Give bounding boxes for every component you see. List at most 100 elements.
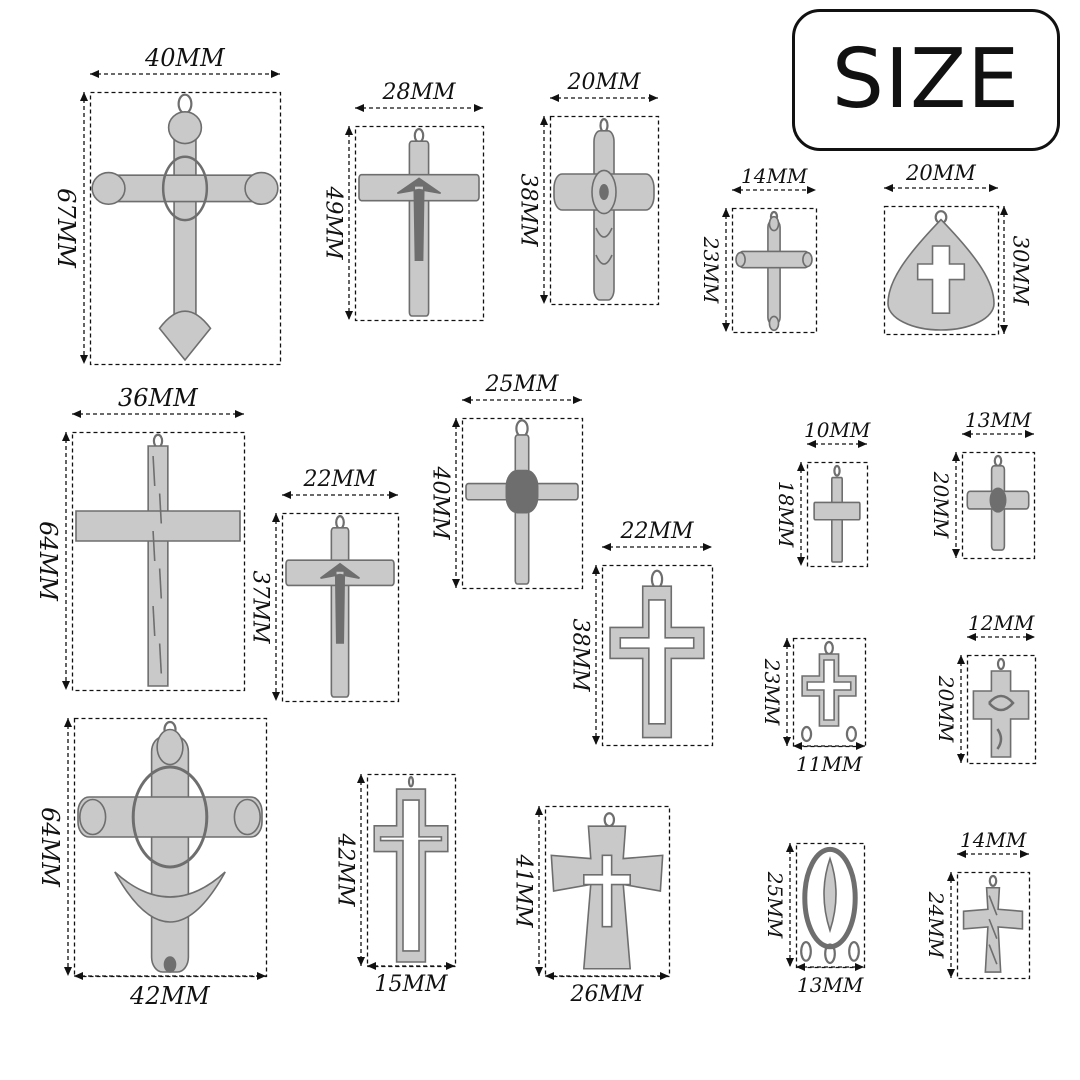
connector-cross-width-label: 11MM (796, 752, 863, 776)
plain-cross-icon (814, 466, 860, 562)
nail-cross-icon (466, 420, 578, 584)
oval-rosary-center-width-arrow (796, 963, 864, 971)
mini-budded-cross-height-arrow (722, 208, 730, 332)
wrapped-nail-cross-width-label: 25MM (485, 372, 559, 397)
twisted-cross-height-arrow (947, 872, 955, 978)
teardrop-cutout-cross-width-arrow (884, 184, 998, 192)
open-frame-cross-width-label: 15MM (374, 972, 448, 997)
oval-rosary-center-height-arrow (786, 843, 794, 967)
small-knot-cross-bounding-box (961, 451, 1036, 560)
teardrop-cutout-cross-width-label: 20MM (906, 161, 976, 185)
crucifix-fleur-bounding-box (281, 512, 400, 703)
scroll-cross-bounding-box (966, 654, 1037, 765)
oval-rosary-center-width-label: 13MM (797, 973, 864, 997)
twisted-cross-height-label: 24MM (924, 891, 949, 959)
baroque-cross-width-arrow (74, 972, 266, 980)
connector-cross-icon (802, 642, 856, 741)
twisted-cross-width-label: 14MM (960, 828, 1027, 852)
crucifix-icon (286, 516, 394, 697)
baroque-cross-height-arrow (64, 718, 72, 976)
teardrop-cross-icon (888, 211, 994, 330)
crucifix-small-bar-bounding-box (354, 125, 485, 322)
tiny-plain-cross-width-label: 10MM (804, 418, 871, 442)
outline-budded-cross-height-arrow (592, 565, 600, 745)
wood-grain-cross-height-arrow (62, 432, 70, 690)
crucifix-fleur-height-arrow (272, 513, 280, 701)
knot-cross-icon (967, 456, 1028, 550)
mini-budded-cross-bounding-box (731, 207, 818, 334)
ornate-fleur-cross-bounding-box (89, 91, 282, 366)
connector-cross-height-arrow (783, 638, 791, 746)
wood-grain-cross-width-label: 36MM (118, 384, 198, 412)
wood-grain-cross-width-arrow (72, 410, 244, 418)
scroll-cross-height-arrow (957, 655, 965, 763)
connector-cross-width-arrow (793, 742, 865, 750)
size-badge-label: SIZE (831, 32, 1021, 127)
small-knot-cross-width-arrow (962, 430, 1034, 438)
wrapped-nail-cross-bounding-box (461, 417, 584, 590)
tiny-plain-cross-bounding-box (806, 461, 869, 568)
twisted-cross-width-arrow (957, 850, 1029, 858)
crucifix-small-bar-height-arrow (345, 126, 353, 320)
teardrop-cutout-cross-bounding-box (883, 205, 1000, 336)
ornate-fleur-cross-height-arrow (80, 92, 88, 364)
scroll-cross-icon (973, 659, 1028, 757)
open-frame-cross-height-arrow (357, 774, 365, 966)
oval-rosary-center-bounding-box (795, 842, 866, 969)
open-frame-cross-width-arrow (367, 962, 455, 970)
tiny-plain-cross-height-arrow (797, 462, 805, 566)
twisted-cross-bounding-box (956, 871, 1031, 980)
wood-grain-cross-bounding-box (71, 431, 246, 692)
flared-cutout-cross-width-label: 26MM (570, 982, 644, 1007)
rosary-center-icon (801, 849, 859, 963)
baroque-cross-icon (78, 722, 262, 972)
wrapped-nail-cross-height-arrow (452, 418, 460, 588)
filigree-cross-width-arrow (550, 94, 658, 102)
budded-cross-icon (736, 212, 812, 330)
teardrop-cutout-cross-height-arrow (1000, 206, 1008, 334)
outline-budded-cross-width-arrow (602, 543, 712, 551)
outline-cross-icon (610, 571, 704, 738)
scroll-cross-width-label: 12MM (968, 611, 1035, 635)
connector-cross-bounding-box (792, 637, 867, 748)
outline-budded-cross-width-label: 22MM (620, 519, 694, 544)
filigree-cross-bounding-box (549, 115, 660, 306)
filigree-cross-icon (554, 119, 654, 300)
mini-budded-cross-width-arrow (732, 186, 816, 194)
wrapped-nail-cross-width-arrow (462, 396, 582, 404)
ornate-fleur-cross-width-label: 40MM (145, 44, 225, 72)
ornate-fleur-cross-width-arrow (90, 70, 280, 78)
wood-cross-icon (76, 435, 240, 686)
frame-cross-icon (374, 777, 448, 962)
fleur-cross-icon (92, 95, 278, 360)
filigree-cross-width-label: 20MM (567, 70, 641, 95)
baroque-cross-width-label: 42MM (130, 982, 210, 1010)
tiny-plain-cross-width-arrow (807, 440, 867, 448)
outline-budded-cross-bounding-box (601, 564, 714, 747)
mini-budded-cross-width-label: 14MM (741, 164, 808, 188)
small-knot-cross-height-arrow (952, 452, 960, 558)
baroque-cross-bounding-box (73, 717, 268, 978)
crucifix-icon (359, 129, 479, 316)
crucifix-fleur-width-arrow (282, 491, 398, 499)
crucifix-fleur-width-label: 22MM (303, 467, 377, 492)
crucifix-small-bar-width-label: 28MM (382, 80, 456, 105)
